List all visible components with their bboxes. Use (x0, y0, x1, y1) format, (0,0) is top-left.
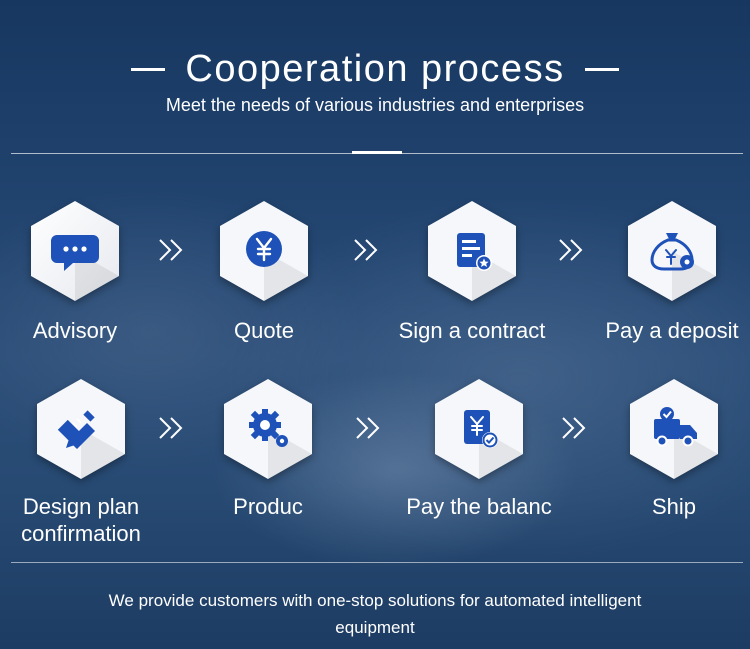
step-design-plan: Design plan confirmation (1, 377, 161, 547)
title-left-dash (131, 67, 166, 71)
step-label: Pay the balanc (406, 494, 552, 519)
step-label: Design plan confirmation (21, 494, 141, 546)
title-right-dash (584, 67, 619, 71)
bottom-divider (11, 562, 743, 563)
step-label: Produc (233, 494, 303, 519)
delivery-truck-icon (654, 407, 697, 447)
chevron-right-icon (356, 417, 380, 439)
hex-badge (433, 377, 525, 481)
hex-badge (218, 199, 310, 303)
chevron-right-icon (562, 417, 586, 439)
hex-badge (426, 199, 518, 303)
gears-icon (249, 409, 288, 447)
step-produc: Produc (193, 377, 343, 520)
title-row: Cooperation process (0, 44, 750, 94)
hex-badge (29, 199, 121, 303)
step-label: Sign a contract (398, 318, 546, 343)
footer-text: We provide customers with one-stop solut… (108, 591, 642, 637)
contract-document-icon (457, 233, 492, 271)
step-pay-balance: Pay the balanc (404, 377, 554, 520)
step-advisory: Advisory (0, 199, 150, 344)
step-label: Quote (234, 318, 294, 343)
chat-bubble-icon (51, 235, 99, 271)
yen-invoice-check-icon (464, 410, 498, 448)
pencil-ruler-icon (57, 410, 95, 449)
step-label: Ship (651, 494, 697, 519)
step-quote: Quote (189, 199, 339, 344)
money-bag-icon (650, 233, 694, 271)
hex-badge (222, 377, 314, 481)
step-sign-contract: Sign a contract (397, 199, 547, 344)
step-ship: Ship (599, 377, 749, 520)
step-pay-deposit: Pay a deposit (592, 199, 750, 344)
step-label: Advisory (32, 318, 118, 343)
chevron-right-icon (159, 417, 183, 439)
page-subtitle: Meet the needs of various industries and… (165, 95, 585, 115)
hex-badge (628, 377, 720, 481)
chevron-right-icon (159, 239, 183, 261)
chevron-right-icon (354, 239, 378, 261)
yen-coin-icon (246, 231, 282, 267)
step-label: Pay a deposit (605, 318, 739, 343)
hex-badge (35, 377, 127, 481)
page-title: Cooperation process (185, 47, 565, 90)
chevron-right-icon (559, 239, 583, 261)
hex-badge (626, 199, 718, 303)
divider-accent (352, 151, 402, 154)
